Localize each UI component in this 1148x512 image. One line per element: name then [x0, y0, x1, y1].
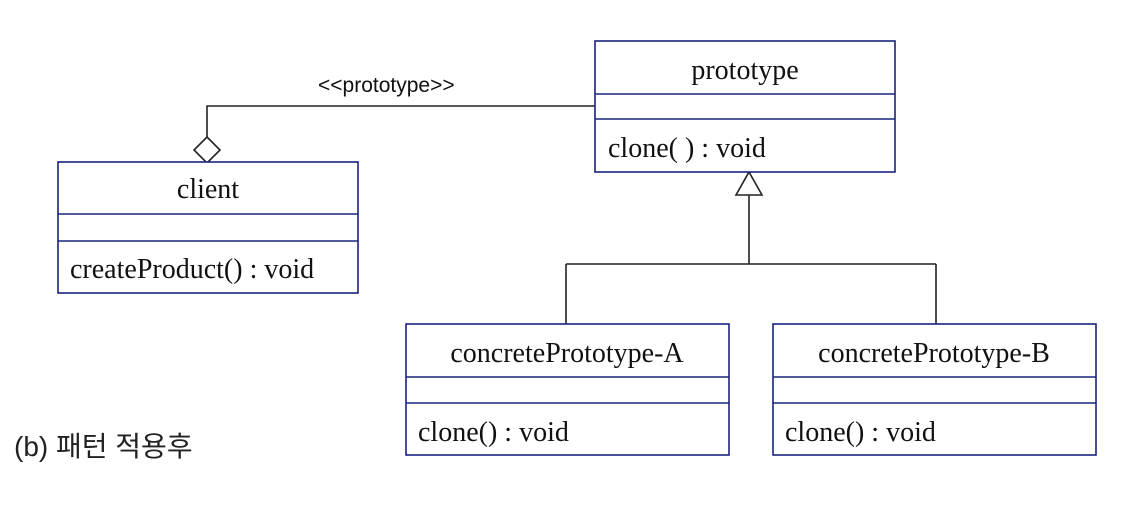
class-prototype-box: [594, 40, 896, 173]
class-prototype-method: clone( ) : void: [608, 133, 766, 164]
class-prototype-name: prototype: [691, 55, 798, 86]
class-concrete-a-method: clone() : void: [418, 417, 569, 448]
class-concrete-prototype-b: concretePrototype-B clone() : void: [772, 323, 1097, 456]
class-client-name: client: [177, 174, 239, 205]
aggregation-diamond-icon: [192, 135, 222, 165]
aggregation-line: [206, 105, 595, 137]
class-concrete-prototype-a: concretePrototype-A clone() : void: [405, 323, 730, 456]
class-concrete-a-box: [405, 323, 730, 456]
class-concrete-b-method: clone() : void: [785, 417, 936, 448]
aggregation-edge: [192, 105, 595, 165]
class-client-method: createProduct() : void: [70, 254, 314, 285]
figure-caption: (b) 패턴 적용후: [14, 431, 193, 462]
class-concrete-a-name: concretePrototype-A: [450, 338, 684, 369]
inheritance-triangle-icon: [734, 170, 764, 196]
class-client: client createProduct() : void: [57, 161, 359, 294]
class-prototype: prototype clone( ) : void: [594, 40, 896, 173]
generalization-edges: [565, 170, 937, 324]
class-client-box: [57, 161, 359, 294]
class-concrete-b-box: [772, 323, 1097, 456]
class-concrete-b-name: concretePrototype-B: [818, 338, 1050, 369]
stereotype-label: <<prototype>>: [318, 74, 455, 97]
